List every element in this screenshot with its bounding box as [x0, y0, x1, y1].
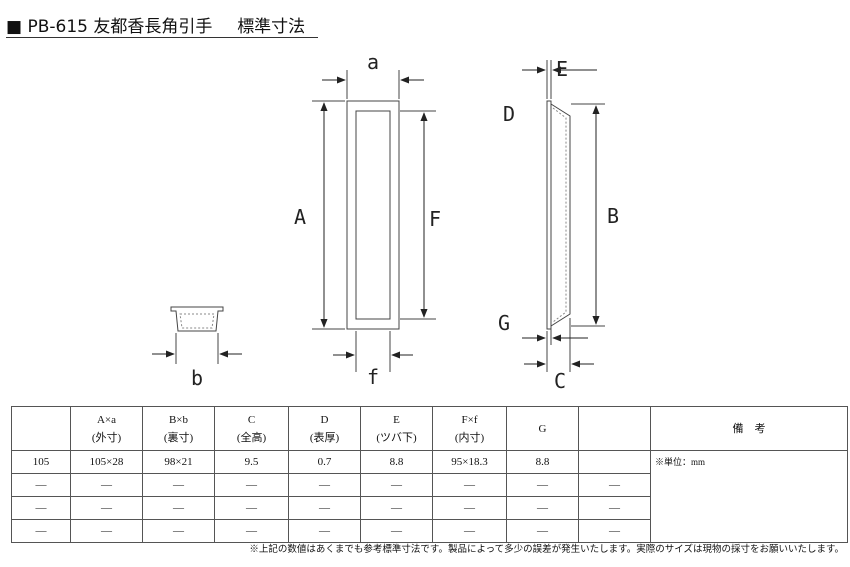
table-cell: —	[214, 496, 289, 520]
table-cell: 98×21	[142, 450, 215, 474]
table-cell: —	[360, 473, 433, 497]
table-cell: —	[506, 473, 579, 497]
model-number: PB-615	[27, 17, 88, 37]
dim-label-a: a	[367, 50, 379, 74]
table-cell: 105	[11, 450, 71, 474]
header-cell: C(全高)	[214, 406, 289, 451]
table-cell: —	[578, 496, 651, 520]
spec-table: A×a(外寸) B×b(裏寸) C(全高) D(表厚) E(ツバ下) F×f(内…	[11, 406, 848, 543]
header-cell: A×a(外寸)	[70, 406, 143, 451]
table-cell: —	[360, 519, 433, 543]
product-name: 友都香長角引手	[93, 17, 213, 37]
header-cell: D(表厚)	[288, 406, 361, 451]
dim-label-A: A	[294, 205, 306, 229]
front-view-outer	[346, 100, 400, 330]
table-cell: —	[288, 519, 361, 543]
table-cell: —	[70, 473, 143, 497]
remarks-cell: ※単位：mm	[650, 450, 848, 543]
dim-label-G: G	[498, 311, 510, 335]
table-header-row: A×a(外寸) B×b(裏寸) C(全高) D(表厚) E(ツバ下) F×f(内…	[11, 406, 848, 451]
header-cell: G	[506, 406, 579, 451]
table-cell: —	[11, 473, 71, 497]
table-cell: —	[70, 496, 143, 520]
table-cell: 8.8	[506, 450, 579, 474]
table-cell	[578, 450, 651, 474]
table-row: — — — — — — — — —	[11, 519, 848, 543]
header-cell-remarks: 備 考	[650, 406, 848, 451]
dim-label-F: F	[429, 207, 441, 231]
dim-label-B: B	[607, 204, 619, 228]
header-cell	[578, 406, 651, 451]
dim-label-D: D	[503, 102, 515, 126]
table-cell: 8.8	[360, 450, 433, 474]
table-cell: —	[432, 496, 507, 520]
dim-label-b: b	[191, 366, 203, 390]
dim-label-E: E	[556, 57, 568, 81]
header-cell: F×f(内寸)	[432, 406, 507, 451]
table-cell: —	[214, 473, 289, 497]
table-cell: —	[578, 473, 651, 497]
table-cell: —	[506, 519, 579, 543]
table-cell: —	[70, 519, 143, 543]
table-cell: 95×18.3	[432, 450, 507, 474]
table-cell: 105×28	[70, 450, 143, 474]
table-cell: 9.5	[214, 450, 289, 474]
page-title: ■ PB-615 友都香長角引手 標準寸法	[6, 12, 305, 37]
dim-label-C: C	[554, 369, 566, 393]
table-cell: —	[142, 473, 215, 497]
table-cell: —	[578, 519, 651, 543]
table-cell: —	[214, 519, 289, 543]
table-row: — — — — — — — — —	[11, 473, 848, 497]
table-cell: —	[288, 473, 361, 497]
technical-drawing: a A F f b E D B G C	[152, 50, 619, 393]
table-cell: —	[506, 496, 579, 520]
front-view-inner	[355, 110, 391, 320]
header-cell: B×b(裏寸)	[142, 406, 215, 451]
side-view-flange	[546, 100, 552, 330]
table-cell: —	[142, 519, 215, 543]
header-cell	[11, 406, 71, 451]
dim-label-f: f	[367, 365, 379, 389]
table-cell: 0.7	[288, 450, 361, 474]
table-row: 105 105×28 98×21 9.5 0.7 8.8 95×18.3 8.8…	[11, 450, 848, 543]
section-title: 標準寸法	[237, 17, 306, 37]
section-view	[170, 306, 224, 332]
table-cell: —	[11, 496, 71, 520]
table-cell: —	[360, 496, 433, 520]
title-underline	[6, 37, 318, 38]
header-cell: E(ツバ下)	[360, 406, 433, 451]
table-cell: —	[432, 519, 507, 543]
footnote: ※上記の数値はあくまでも参考標準寸法です。製品によって多少の誤差が発生いたします…	[249, 545, 844, 555]
table-cell: —	[142, 496, 215, 520]
square-icon: ■	[6, 17, 23, 37]
side-view-body	[550, 103, 571, 327]
table-cell: —	[11, 519, 71, 543]
table-cell: —	[288, 496, 361, 520]
table-cell: —	[432, 473, 507, 497]
